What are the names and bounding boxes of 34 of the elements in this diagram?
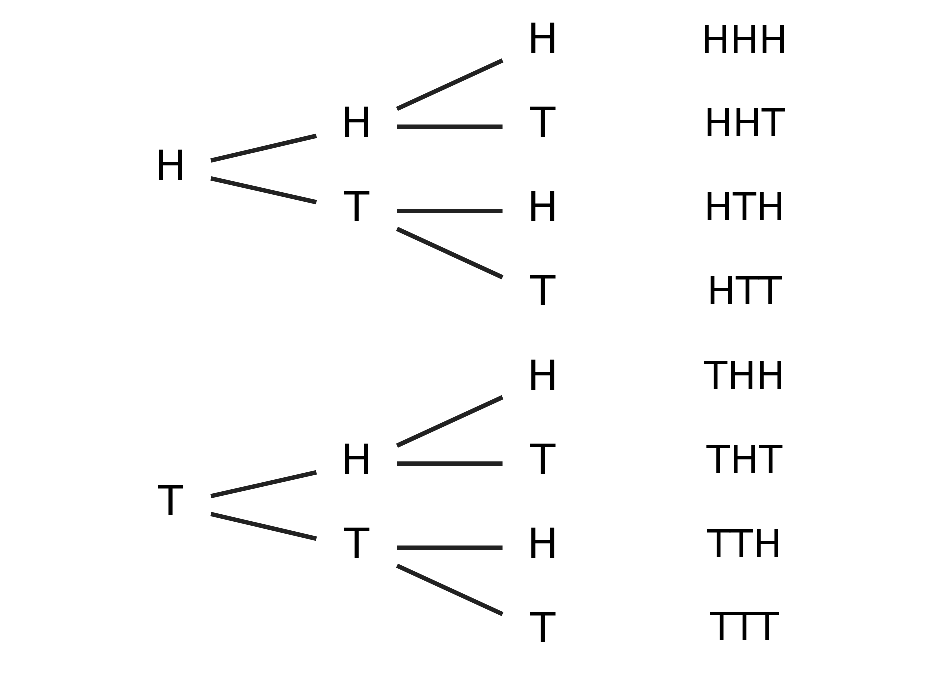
label: HHH bbox=[701, 18, 788, 64]
node-text: H bbox=[528, 183, 559, 232]
connector bbox=[397, 546, 503, 550]
node-text: T bbox=[344, 520, 370, 568]
connector bbox=[210, 176, 318, 205]
label: THH bbox=[704, 354, 786, 399]
label: TTH bbox=[707, 522, 782, 568]
connector bbox=[396, 564, 504, 616]
label: HTH bbox=[704, 186, 786, 231]
node-text: T bbox=[530, 604, 556, 652]
node-text: T bbox=[530, 436, 556, 484]
connector bbox=[210, 512, 318, 542]
connector bbox=[397, 124, 503, 130]
node-text: H bbox=[528, 352, 559, 400]
label: HHT bbox=[704, 101, 786, 146]
connector bbox=[210, 134, 318, 163]
connector bbox=[210, 470, 318, 499]
node-text: T bbox=[530, 268, 556, 316]
connector bbox=[397, 208, 503, 214]
node-text: H bbox=[528, 520, 559, 568]
node-text: H bbox=[155, 142, 186, 190]
node-text: T bbox=[344, 183, 370, 232]
label: TTT bbox=[710, 605, 780, 650]
label: HTT bbox=[707, 270, 782, 315]
node-text: T bbox=[158, 477, 184, 526]
node-text: H bbox=[341, 436, 372, 484]
connector bbox=[396, 58, 504, 112]
node-text: T bbox=[530, 99, 556, 148]
connector bbox=[397, 462, 503, 466]
connector bbox=[396, 395, 504, 448]
connector bbox=[396, 227, 504, 280]
label: THT bbox=[706, 438, 783, 484]
node-text: H bbox=[341, 99, 372, 148]
node-text: H bbox=[528, 14, 559, 63]
